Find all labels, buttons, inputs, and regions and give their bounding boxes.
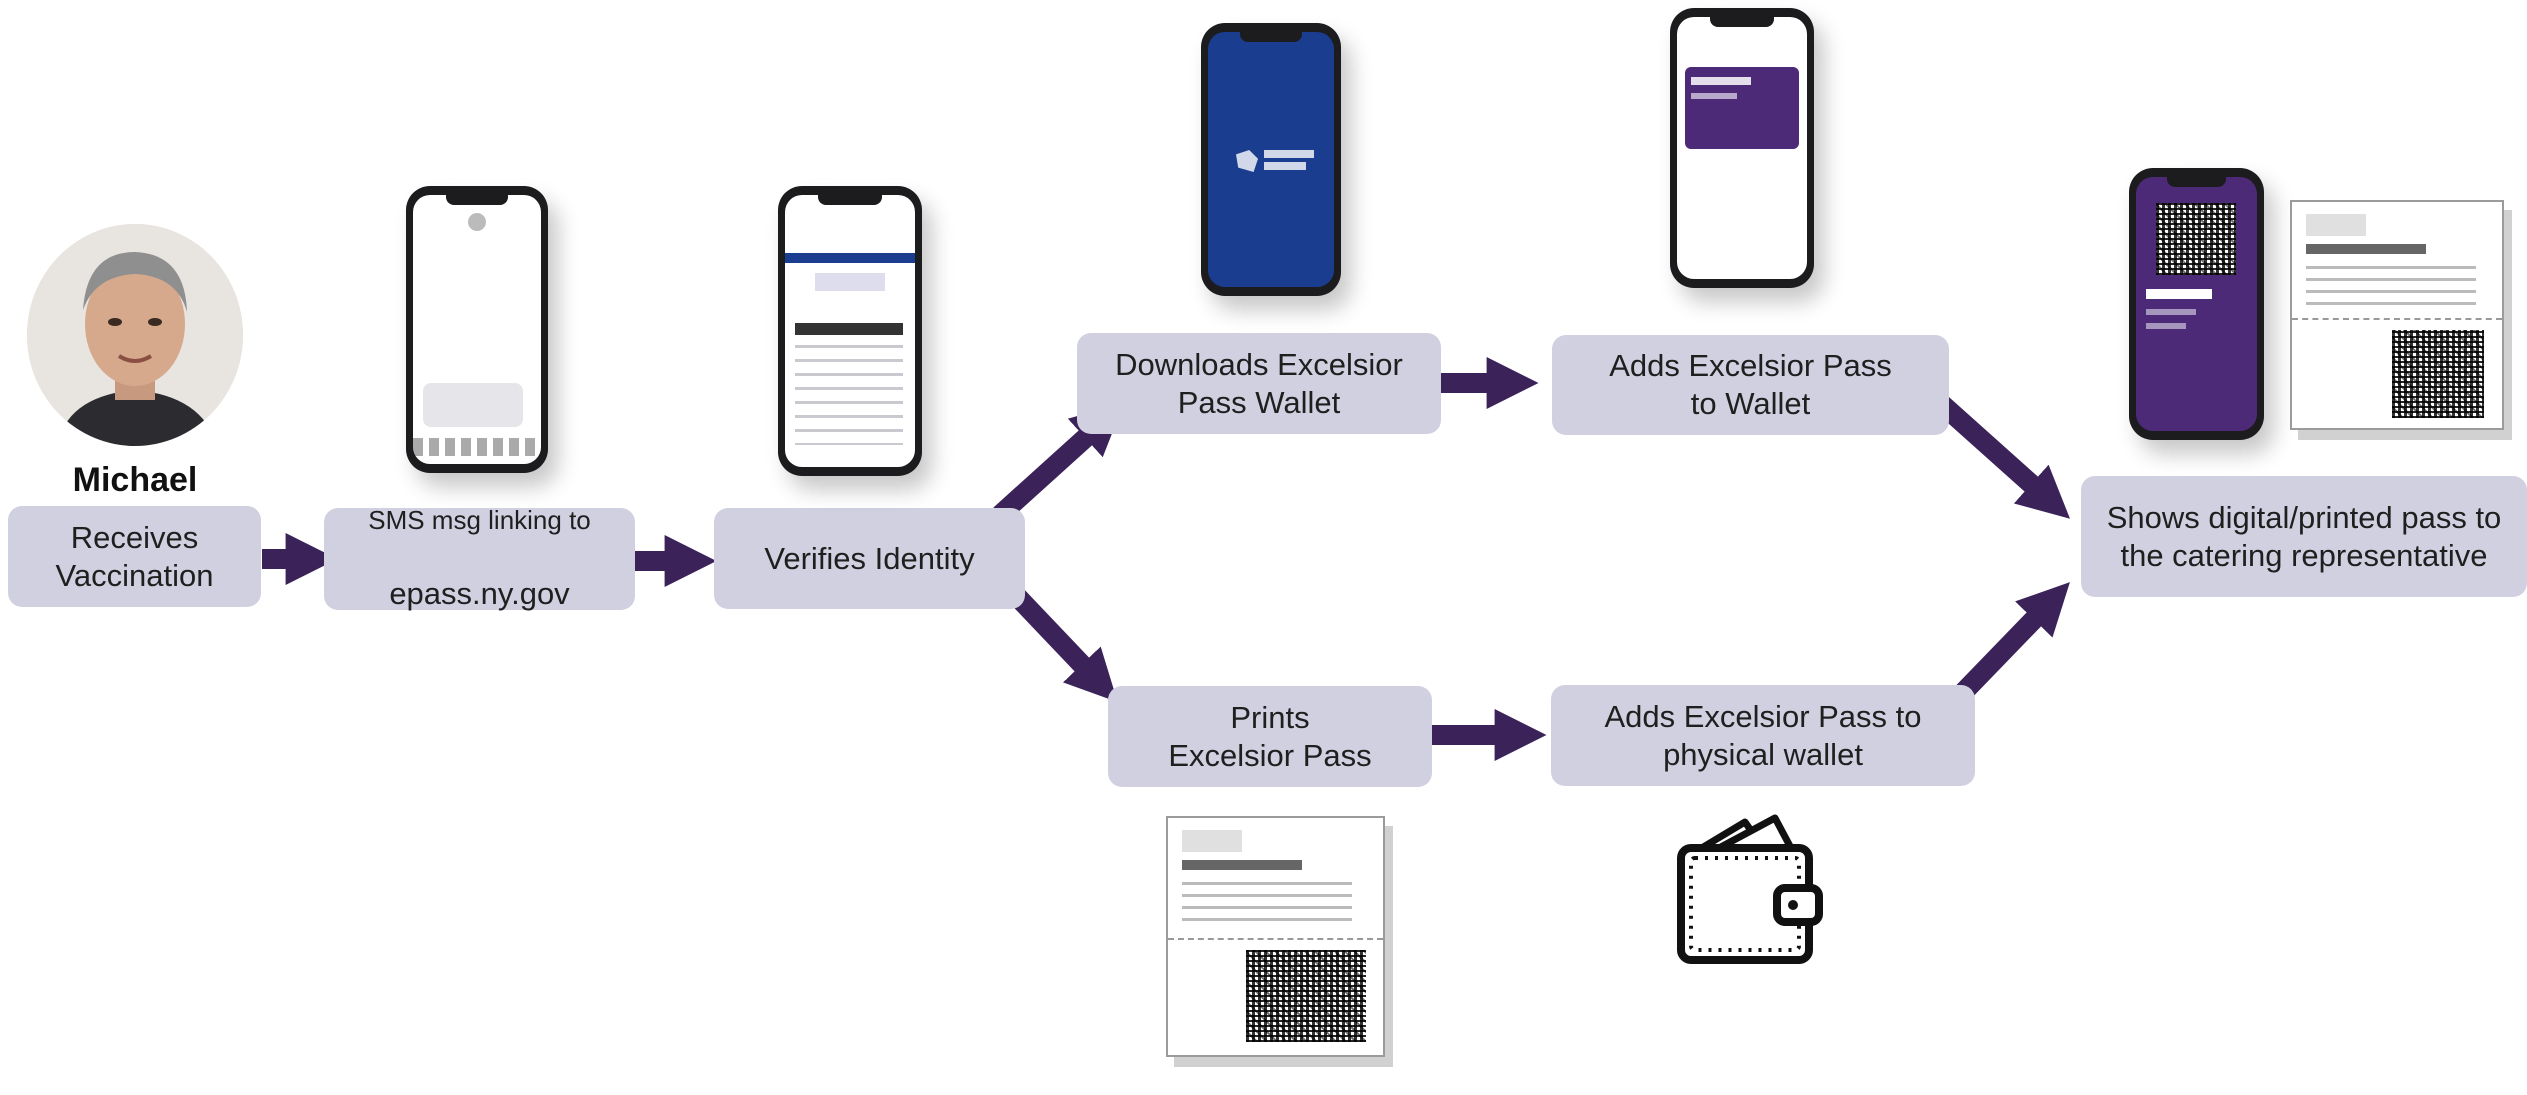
qr-code-icon (2392, 330, 2484, 418)
step-prints-pass: Prints Excelsior Pass (1108, 686, 1432, 787)
step-receives-label: Receives Vaccination (55, 519, 214, 593)
step-sms-line1: SMS msg linking to (368, 505, 591, 536)
step-downloads-wallet: Downloads Excelsior Pass Wallet (1077, 333, 1441, 434)
step-verifies-label: Verifies Identity (764, 540, 975, 576)
step-adds-physical-wallet: Adds Excelsior Pass to physical wallet (1551, 685, 1975, 786)
step-prints-label: Prints Excelsior Pass (1168, 699, 1372, 773)
qr-code-icon (2156, 203, 2236, 275)
step-receives-vaccination: Receives Vaccination (8, 506, 261, 607)
step-sms-line2: epass.ny.gov (389, 575, 570, 611)
smartphone-icon (1670, 8, 1814, 288)
step-shows-pass: Shows digital/printed pass to the cateri… (2081, 476, 2527, 597)
smartphone-icon (406, 186, 548, 473)
step-adds-to-wallet: Adds Excelsior Pass to Wallet (1552, 335, 1949, 435)
arrow-verify-to-print (1002, 582, 1118, 703)
printed-pass (2290, 200, 2504, 430)
smartphone-icon (2129, 168, 2264, 440)
step-verifies-identity: Verifies Identity (714, 508, 1025, 609)
step-adds-physical-label: Adds Excelsior Pass to physical wallet (1604, 698, 1922, 772)
person-name: Michael (72, 461, 198, 499)
step-sms-link: SMS msg linking to epass.ny.gov (324, 505, 635, 611)
step-downloads-label: Downloads Excelsior Pass Wallet (1115, 346, 1403, 420)
smartphone-icon (1201, 23, 1341, 296)
step-adds-wallet-label: Adds Excelsior Pass to Wallet (1609, 348, 1892, 421)
arrow-addwallet-to-shows (1928, 390, 2071, 519)
arrow-verify-to-download (993, 403, 1124, 523)
qr-code-icon (1246, 950, 1366, 1042)
printed-pass (1166, 816, 1385, 1057)
smartphone-icon (778, 186, 922, 476)
step-shows-label: Shows digital/printed pass to the cateri… (2106, 499, 2502, 573)
wallet-icon (1675, 808, 1827, 968)
person-photo (27, 224, 243, 446)
